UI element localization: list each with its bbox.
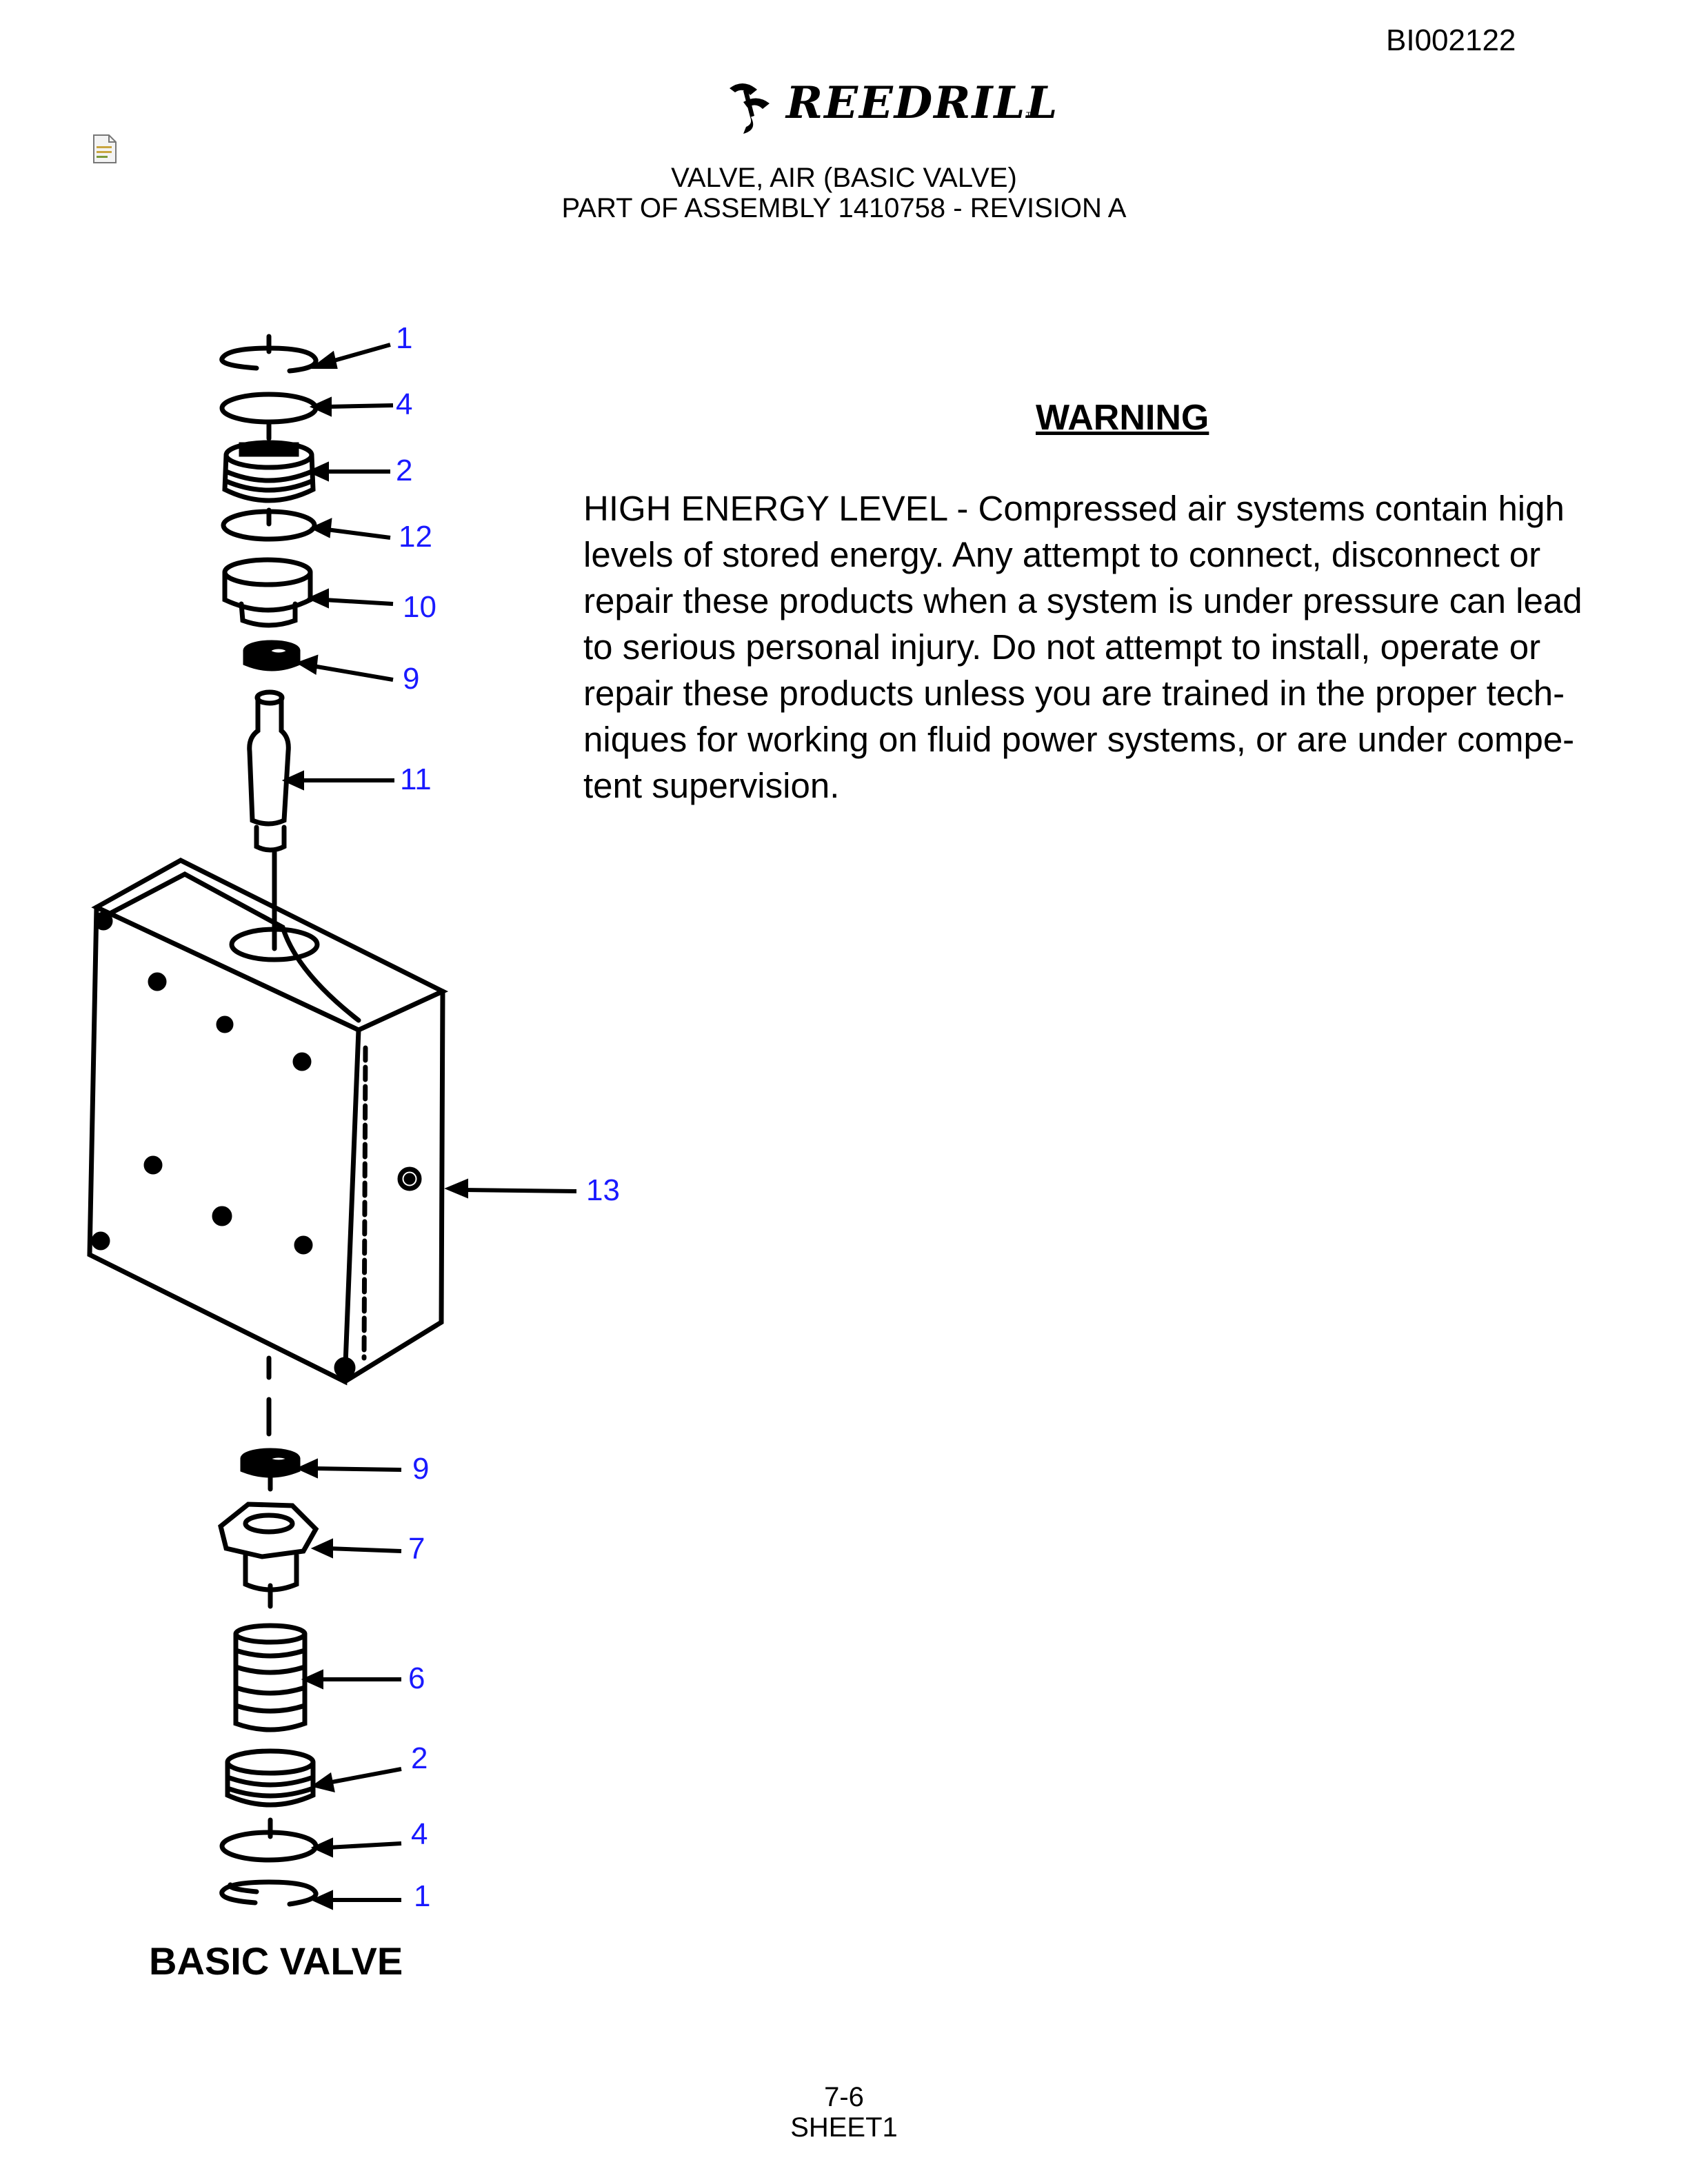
part-piston bbox=[222, 557, 313, 628]
callout-number: 7 bbox=[408, 1532, 425, 1566]
part-o-ring-12 bbox=[221, 509, 317, 542]
warning-line: to serious personal injury. Do not attem… bbox=[583, 627, 1541, 667]
warning-line: levels of stored energy. Any attempt to … bbox=[583, 535, 1541, 574]
reedrill-swirl-icon bbox=[730, 83, 770, 134]
callout-number: 12 bbox=[399, 520, 432, 554]
sheet-label: SHEET1 bbox=[790, 2112, 898, 2143]
part-hex-nut bbox=[218, 1502, 319, 1593]
part-seal-bottom bbox=[240, 1448, 301, 1478]
callout-number: 9 bbox=[412, 1452, 430, 1486]
diagram-label: BASIC VALVE bbox=[149, 1939, 403, 1983]
part-seal-top bbox=[243, 640, 301, 671]
reedrill-logo: REEDRILL TM bbox=[723, 74, 1057, 136]
title-line-2: PART OF ASSEMBLY 1410758 - REVISION A bbox=[561, 193, 1127, 223]
callout-number: 4 bbox=[411, 1817, 428, 1851]
part-valve-body bbox=[87, 858, 449, 1386]
attachment-icon[interactable] bbox=[91, 134, 119, 164]
part-cap-top bbox=[222, 440, 316, 503]
part-o-ring-top bbox=[219, 392, 319, 425]
callout-number: 11 bbox=[400, 762, 432, 796]
warning-line: repair these products unless you are tra… bbox=[583, 674, 1565, 713]
part-cap-bottom bbox=[225, 1748, 316, 1808]
part-spool bbox=[233, 1623, 308, 1732]
part-stem bbox=[247, 689, 291, 853]
logo-brand: REEDRILL bbox=[786, 77, 1059, 129]
warning-line: niques for working on fluid power system… bbox=[583, 720, 1575, 759]
callout-leaders bbox=[281, 343, 577, 1910]
callout-number: 4 bbox=[396, 387, 413, 421]
logo-trademark: TM bbox=[1026, 110, 1038, 120]
callout-number: 10 bbox=[403, 590, 436, 624]
callout-number: 2 bbox=[411, 1741, 428, 1775]
callout-number: 9 bbox=[403, 662, 420, 696]
warning-line: repair these products when a system is u… bbox=[583, 581, 1582, 620]
callout-number: 1 bbox=[414, 1879, 431, 1913]
warning-heading: WARNING bbox=[1036, 398, 1209, 438]
callout-number: 6 bbox=[408, 1661, 425, 1695]
callout-number: 1 bbox=[396, 321, 413, 355]
callout-number: 13 bbox=[586, 1173, 620, 1207]
part-snap-ring-bottom bbox=[219, 1879, 319, 1907]
document-id: BI002122 bbox=[1386, 23, 1516, 57]
warning-line: tent supervision. bbox=[583, 766, 840, 805]
part-snap-ring-top bbox=[219, 345, 319, 374]
warning-body: HIGH ENERGY LEVEL - Compressed air syste… bbox=[583, 485, 1659, 809]
callout-number: 2 bbox=[396, 454, 413, 487]
title-line-1: VALVE, AIR (BASIC VALVE) bbox=[671, 163, 1017, 193]
warning-line: HIGH ENERGY LEVEL - Compressed air syste… bbox=[583, 489, 1565, 528]
page-number: 7-6 bbox=[824, 2082, 864, 2112]
